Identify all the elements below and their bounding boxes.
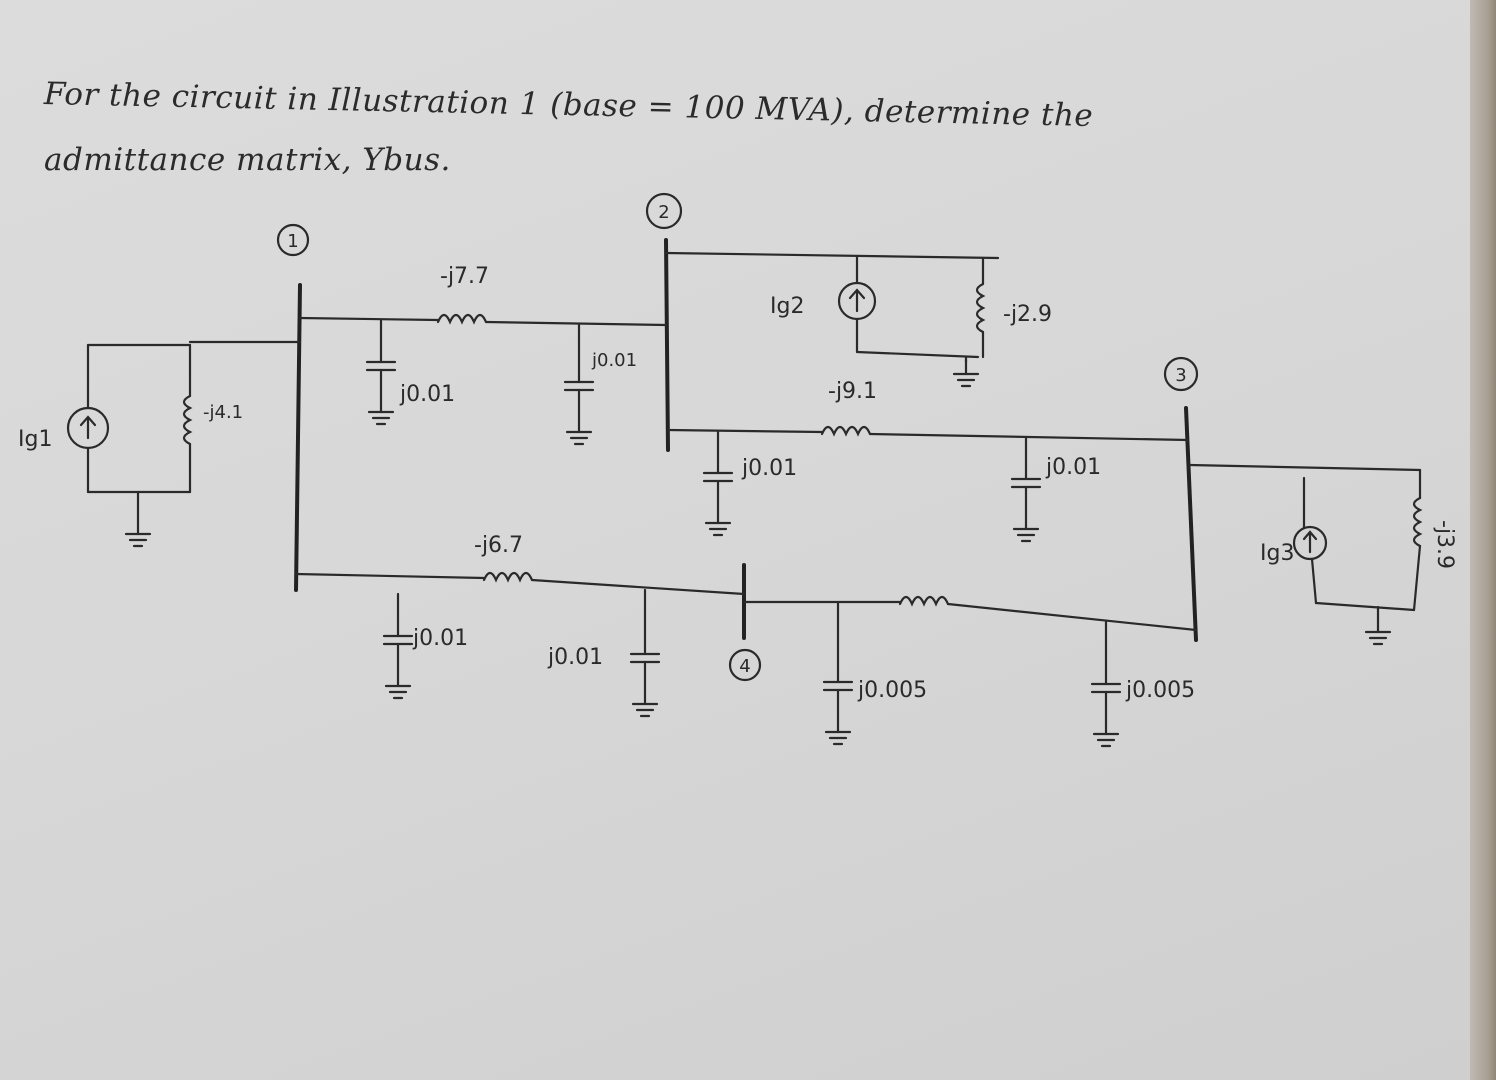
bus-3-number: 3: [1175, 365, 1186, 386]
cap-2-3-near2-label: j0.01: [741, 456, 797, 481]
bus-3-source-network: Ig3 -j3.9: [1188, 463, 1457, 646]
source-ig2-label: Ig2: [770, 294, 804, 319]
cap-2-3-near3-label: j0.01: [1045, 455, 1101, 480]
cap-4-3-near3-label: j0.005: [1125, 678, 1195, 703]
line-1-2: -j7.7 j0.01 j0.01: [298, 264, 668, 446]
cap-1-4-near4-label: j0.01: [547, 645, 603, 670]
bus-2-source-network: Ig2 -j2.9: [664, 251, 1052, 388]
shunt-bus1-label: -j4.1: [203, 402, 243, 423]
bus-1-label: 1: [276, 223, 310, 257]
line-1-4: -j6.7 j0.01 j0.01: [294, 533, 746, 718]
table-edge: [1470, 0, 1496, 1080]
current-source-3-icon: [1292, 525, 1328, 561]
bus-2-label: 2: [645, 192, 683, 230]
bus-3-label: 3: [1163, 356, 1199, 392]
line-4-3: j0.005 j0.005: [742, 595, 1198, 748]
bus-4-label: 4: [728, 648, 762, 682]
problem-statement-line2: admittance matrix, Ybus.: [44, 142, 451, 178]
cap-1-2-near1-label: j0.01: [399, 382, 455, 407]
bus-1-source-network: Ig1 -j4.1: [18, 340, 302, 548]
bus-1-number: 1: [287, 231, 298, 252]
line-2-3-admittance: -j9.1: [828, 379, 877, 404]
line-1-4-admittance: -j6.7: [474, 533, 523, 558]
line-2-3: -j9.1 j0.01 j0.01: [666, 379, 1190, 543]
cap-1-2-near2-label: j0.01: [591, 350, 637, 371]
current-source-1-icon: [66, 406, 110, 450]
bus-2-number: 2: [658, 202, 669, 223]
bus-4-number: 4: [739, 656, 750, 677]
line-1-2-admittance: -j7.7: [440, 264, 489, 289]
shunt-bus2-label: -j2.9: [1003, 302, 1052, 327]
cap-4-3-near4-label: j0.005: [857, 678, 927, 703]
cap-1-4-near1-label: j0.01: [412, 626, 468, 651]
bus-3-bar: [1184, 406, 1198, 642]
bus-2-bar: [664, 238, 670, 452]
source-ig1-label: Ig1: [18, 427, 52, 452]
bus-1-bar: [294, 283, 302, 592]
source-ig3-label: Ig3: [1260, 541, 1294, 566]
shunt-bus3-label: -j3.9: [1432, 520, 1457, 569]
